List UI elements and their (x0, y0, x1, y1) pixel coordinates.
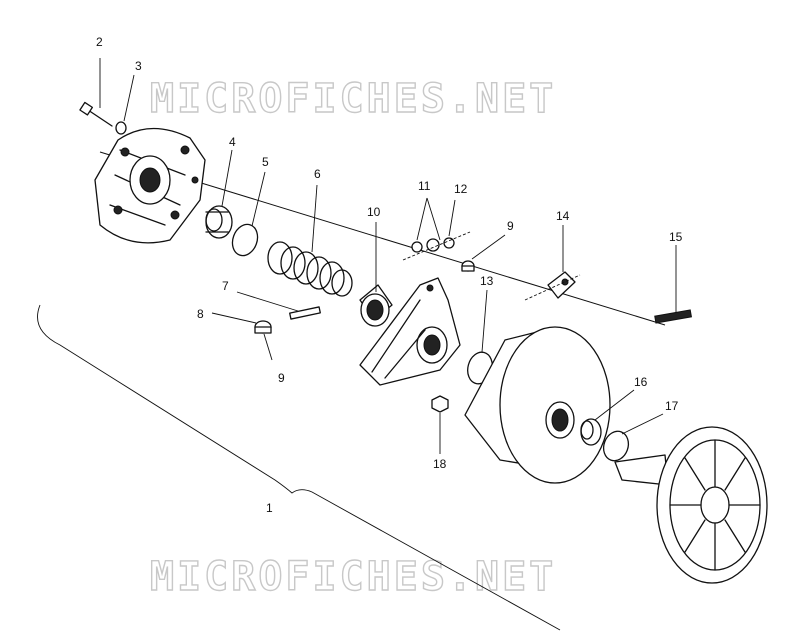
callout-5: 5 (262, 155, 269, 169)
callout-16: 16 (634, 375, 648, 389)
washer-set (402, 231, 471, 261)
callout-8: 8 (197, 307, 204, 321)
callout-17: 17 (665, 399, 679, 413)
bushing (205, 205, 233, 239)
callout-11: 11 (418, 179, 431, 193)
leader-lines (99, 58, 677, 454)
assembly-bracket (37, 304, 561, 631)
spider (359, 277, 461, 386)
callout-1: 1 (266, 501, 273, 515)
callout-3: 3 (135, 59, 142, 73)
spring-seat (359, 284, 393, 327)
spring (267, 241, 353, 297)
callout-18: 18 (433, 457, 447, 471)
stationary-sheave (614, 426, 768, 584)
cover-bolt (79, 101, 113, 127)
sheave-bolt (654, 309, 693, 324)
callout-4: 4 (229, 135, 236, 149)
callout-13: 13 (480, 274, 494, 288)
callout-9-upper: 9 (507, 219, 514, 233)
watermark-bottom: MICROFICHES.NET (150, 554, 556, 600)
callout-14: 14 (556, 209, 570, 223)
cover-washer (115, 121, 127, 135)
callout-2: 2 (96, 35, 103, 49)
watermark-top: MICROFICHES.NET (150, 76, 556, 122)
button-upper (461, 260, 475, 272)
drive-cover (94, 127, 206, 244)
sheave-washer (602, 430, 630, 462)
callouts: 1 2 3 4 5 6 7 8 9 9 10 11 12 13 14 15 16… (96, 35, 683, 515)
snap-ring (231, 223, 259, 257)
callout-7: 7 (222, 279, 229, 293)
callout-6: 6 (314, 167, 321, 181)
clip (524, 271, 581, 301)
sheave-bushing (580, 418, 602, 446)
callout-12: 12 (454, 182, 468, 196)
callout-10: 10 (367, 205, 381, 219)
button-lower (254, 320, 272, 334)
moveable-sheave (464, 326, 611, 484)
pin (289, 306, 321, 320)
hex-nut (431, 395, 449, 413)
callout-9-lower: 9 (278, 371, 285, 385)
callout-15: 15 (669, 230, 683, 244)
